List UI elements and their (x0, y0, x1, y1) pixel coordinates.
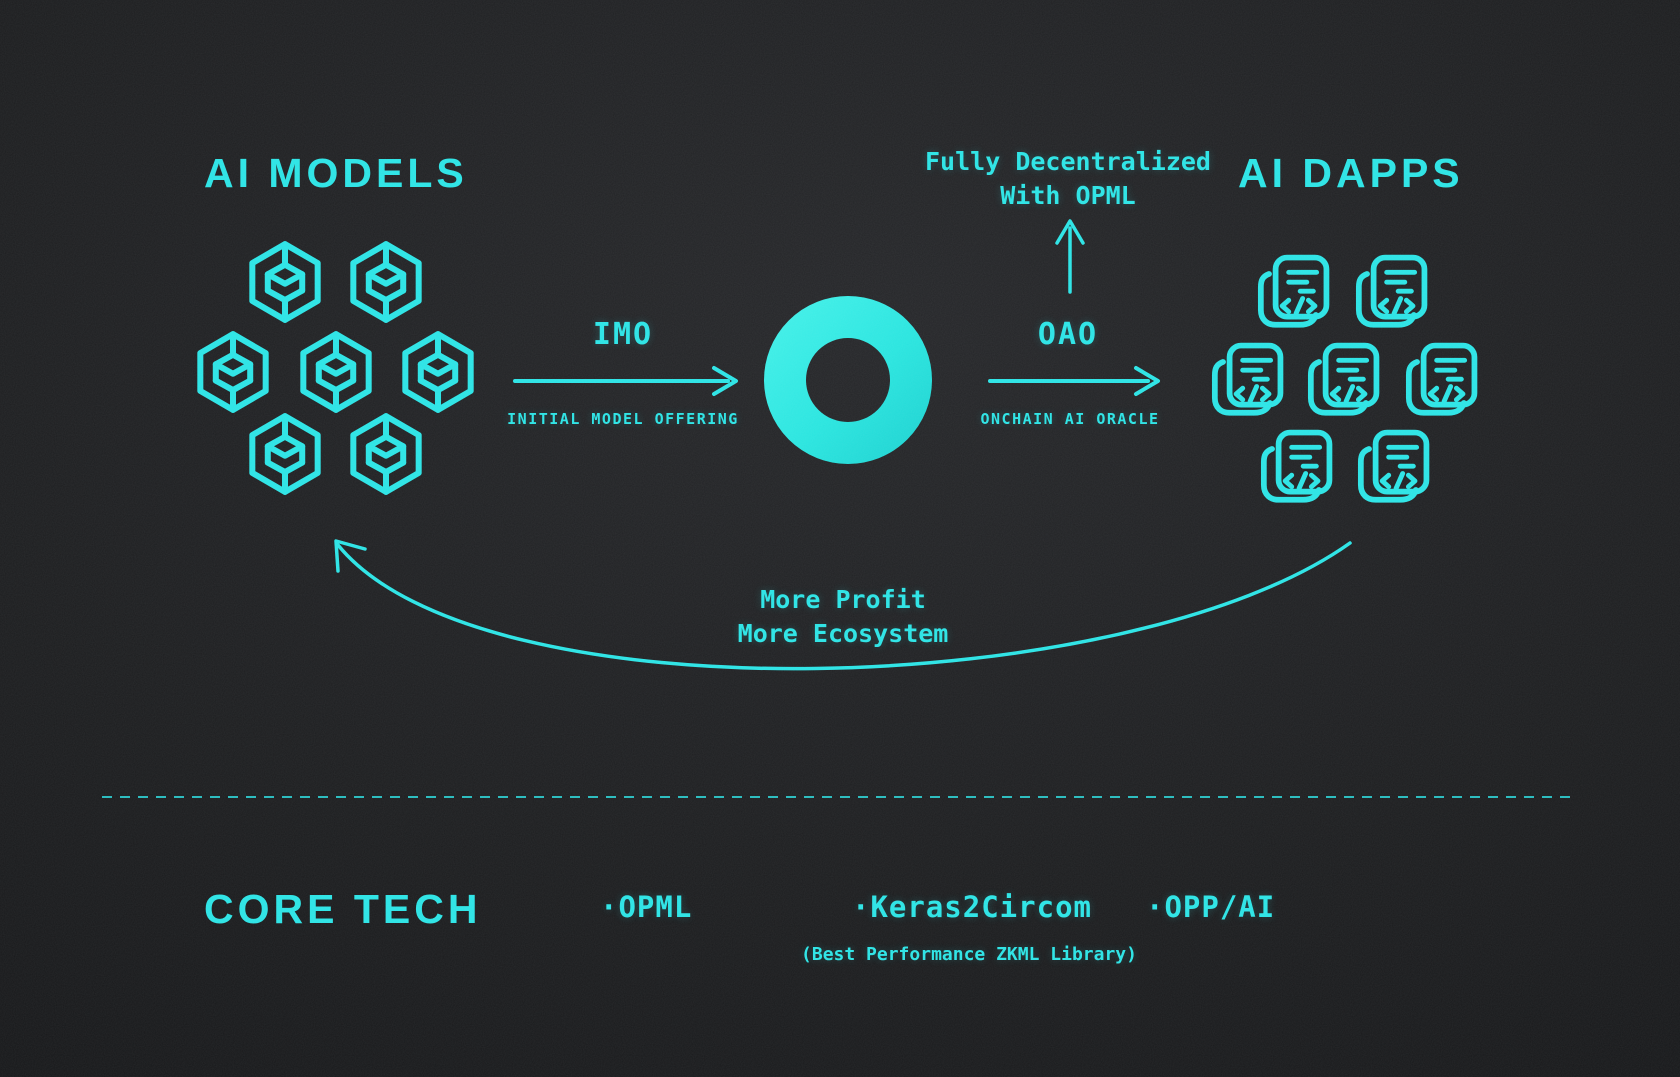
code-dapp-icon (1307, 342, 1380, 416)
bullet: · (1146, 890, 1165, 924)
imo-sublabel: INITIAL MODEL OFFERING (507, 410, 739, 428)
cube-3d-icon (350, 413, 422, 495)
code-dapp-icon (1257, 254, 1330, 328)
cube-3d-icon (402, 331, 474, 413)
code-dapp-icon (1355, 254, 1428, 328)
oao-label: OAO (1037, 317, 1099, 352)
core-tech-item-opp-ai: ·OPP/AI (1146, 890, 1276, 924)
code-dapp-icon (1260, 429, 1333, 503)
cube-3d-icon (249, 241, 321, 323)
opml-callout: Fully Decentralized With OPML (925, 145, 1211, 213)
code-dapp-icon (1405, 342, 1478, 416)
oao-arrow (988, 366, 1160, 396)
opml-up-arrow (1055, 219, 1085, 294)
imo-arrow (513, 366, 738, 396)
ai-dapps-title: AI DAPPS (1238, 150, 1464, 196)
opml-callout-line2: With OPML (1000, 181, 1136, 210)
opml-callout-line1: Fully Decentralized (925, 147, 1211, 176)
code-dapp-icon (1211, 342, 1284, 416)
core-tech-item-opml: ·OPML (600, 890, 693, 924)
ai-models-title: AI MODELS (204, 150, 468, 196)
bullet: · (600, 890, 619, 924)
cube-3d-icon (300, 331, 372, 413)
code-dapp-icon (1357, 429, 1430, 503)
cube-3d-icon (350, 241, 422, 323)
imo-label: IMO (592, 317, 654, 352)
feedback-callout: More Profit More Ecosystem (738, 583, 949, 651)
core-tech-title: CORE TECH (204, 886, 482, 932)
cube-3d-icon (197, 331, 269, 413)
core-tech-item-keras2circom: ·Keras2Circom (852, 890, 1092, 924)
oao-sublabel: ONCHAIN AI ORACLE (980, 410, 1160, 428)
feedback-line1: More Profit (760, 585, 926, 614)
token-donut-icon (764, 296, 932, 464)
bullet: · (852, 890, 871, 924)
feedback-line2: More Ecosystem (737, 619, 949, 648)
cube-3d-icon (249, 413, 321, 495)
keras2circom-note: (Best Performance ZKML Library) (801, 944, 1137, 965)
